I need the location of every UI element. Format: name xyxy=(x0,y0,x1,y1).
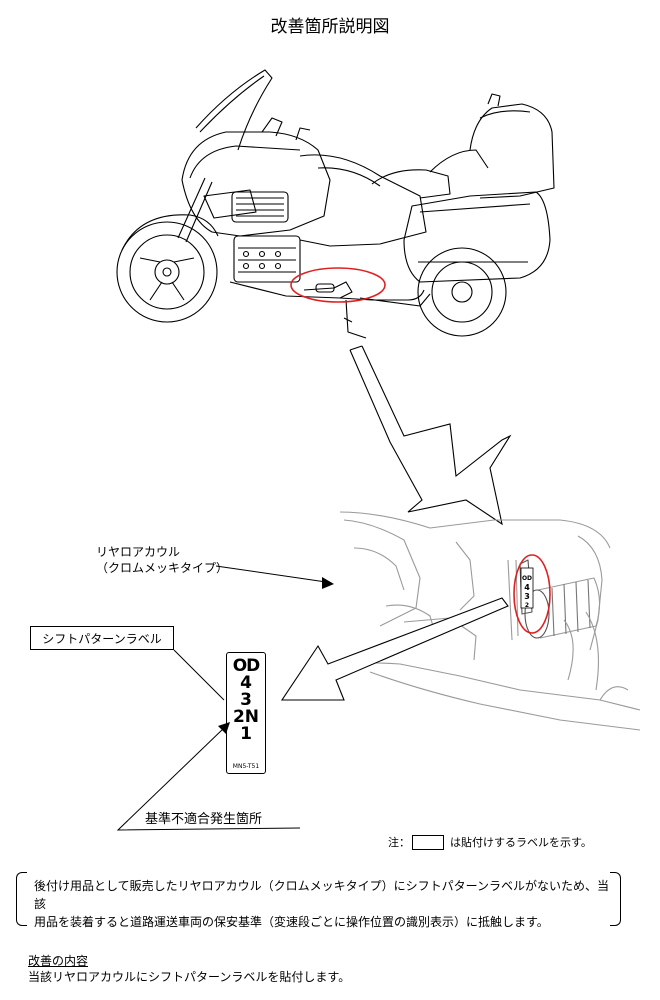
rear-cowl-name: リヤロアカウル xyxy=(96,545,181,559)
rear-cowl-arrow-line xyxy=(215,565,327,583)
motorcycle-drawing xyxy=(116,69,555,339)
label-part-code: MN5-T51 xyxy=(232,763,260,770)
detail-label-3: 3 xyxy=(524,592,530,601)
label-gear-3: 3 xyxy=(240,690,252,710)
nonconformity-arrow-head xyxy=(218,722,230,734)
page-title: 改善箇所説明図 xyxy=(270,17,390,37)
description-bracket-right xyxy=(610,872,621,926)
legend-label-box xyxy=(412,834,444,850)
shift-pattern-label-card: OD 4 3 2N 1 MN5-T51 xyxy=(226,652,266,774)
shift-label-connector xyxy=(173,649,225,701)
improvement-text: 当該リヤロアカウルにシフトパターンラベルを貼付します。 xyxy=(28,970,351,984)
detail-label-od: OD xyxy=(522,575,532,582)
description-bracket-left xyxy=(16,872,27,926)
legend-note: 注： は貼付けするラベルを示す。 xyxy=(388,834,592,850)
legend-suffix: は貼付けするラベルを示す。 xyxy=(450,836,592,849)
label-od: OD xyxy=(232,656,261,676)
detail-label-4: 4 xyxy=(524,583,530,592)
label-gear-4: 4 xyxy=(240,673,252,693)
rear-cowl-callout: リヤロアカウル （クロムメッキタイプ） xyxy=(96,544,228,576)
rear-cowl-arrow-head xyxy=(322,577,334,589)
description-line-2: 用品を装着すると道路運送車両の保安基準（変速段ごとに操作位置の識別表示）に抵触し… xyxy=(34,915,549,929)
nonconformity-pointer xyxy=(116,727,301,831)
label-arrow xyxy=(280,597,509,701)
highlight-circle-detail xyxy=(513,554,551,634)
zoom-arrow xyxy=(349,345,512,526)
label-gear-2n: 2N xyxy=(232,707,260,727)
shift-pattern-label-callout: シフトパターンラベル xyxy=(30,626,174,650)
improvement-heading: 改善の内容 xyxy=(28,954,89,968)
detail-shift-label: OD 4 3 2 xyxy=(520,567,534,609)
label-gear-1: 1 xyxy=(240,724,252,744)
legend-prefix: 注： xyxy=(388,836,410,849)
rear-cowl-type: （クロムメッキタイプ） xyxy=(96,561,229,575)
detail-label-2: 2 xyxy=(525,602,529,609)
highlight-circle-motorcycle xyxy=(290,267,386,303)
description-line-1: 後付け用品として販売したリヤロアカウル（クロムメッキタイプ）にシフトパターンラベ… xyxy=(34,879,610,911)
description-box: 後付け用品として販売したリヤロアカウル（クロムメッキタイプ）にシフトパターンラベ… xyxy=(22,873,622,935)
nonconformity-location-label: 基準不適合発生箇所 xyxy=(145,812,263,827)
